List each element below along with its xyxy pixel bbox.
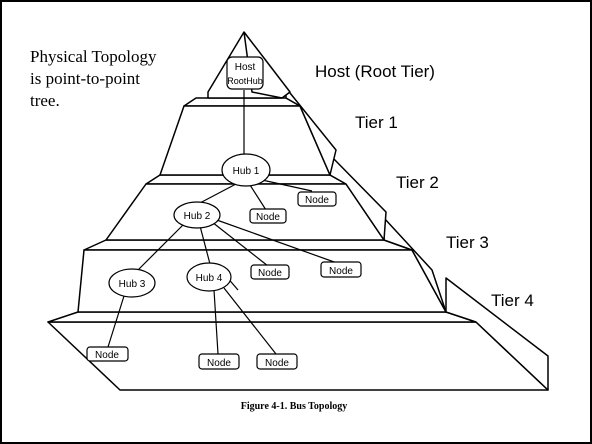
hub-3 <box>108 268 156 298</box>
tier-2-label: Tier 2 <box>396 173 439 192</box>
tier-4-label: Tier 4 <box>491 291 534 310</box>
tier-3-slab-top <box>83 239 413 251</box>
hub-3-label: Hub 3 <box>119 279 146 290</box>
hub-4-label: Hub 4 <box>196 273 223 284</box>
node-label: Node <box>258 268 282 279</box>
node-label: Node <box>265 358 289 369</box>
node-box-t2a <box>249 208 287 224</box>
link-hub2-hub3 <box>134 223 185 274</box>
tier-root-label: Host (Root Tier) <box>315 62 435 81</box>
node-label: Node <box>95 350 119 361</box>
tier-1-slab-top <box>183 97 301 107</box>
tier-4-slab-top <box>47 311 477 323</box>
node-box-t4b <box>198 353 240 370</box>
figure-caption: Figure 4-1. Bus Topology <box>241 401 348 412</box>
topology-note-line-1: Physical Topology <box>30 47 157 66</box>
node-box-t3b <box>320 261 362 278</box>
roothub-label: RootHub <box>227 76 263 86</box>
tier-3-label: Tier 3 <box>446 233 489 252</box>
node-label: Node <box>207 358 231 369</box>
link-hub3-node-t4a <box>107 295 125 348</box>
link-hub4-node-t4c <box>223 287 277 355</box>
link-hub2-node-t3b <box>213 218 338 264</box>
node-label: Node <box>329 266 353 277</box>
node-label: Node <box>305 195 329 206</box>
tier-2-slab-front <box>105 183 385 241</box>
node-box-t2b <box>297 191 337 207</box>
link-hub1-node-t2b <box>261 179 313 192</box>
root-tier-edge <box>243 31 283 99</box>
host-roothub-box: Host RootHub <box>226 56 264 90</box>
link-hub1-node-t2a <box>249 184 267 211</box>
node-label: Node <box>256 212 280 223</box>
node-box-t4c <box>256 353 298 370</box>
tier-4-slab-side <box>445 277 549 391</box>
hub-2-label: Hub 2 <box>184 211 211 222</box>
link-hub2-hub4 <box>199 225 211 265</box>
tier-1-label: Tier 1 <box>355 113 398 132</box>
hub-1-label: Hub 1 <box>233 166 260 177</box>
hub-4 <box>186 262 232 292</box>
topology-note-line-2: is point-to-point <box>30 69 140 88</box>
link-hub4-node-t4b <box>213 289 219 355</box>
node-box-t4a <box>86 346 129 362</box>
link-hub1-hub2 <box>197 183 237 205</box>
link-hub2-node-t3a <box>211 221 269 267</box>
hub-2 <box>173 201 221 229</box>
node-box-t3a <box>250 264 290 280</box>
hub-1 <box>221 153 271 187</box>
host-label: Host <box>235 62 256 73</box>
topology-note-line-3: tree. <box>30 91 60 110</box>
